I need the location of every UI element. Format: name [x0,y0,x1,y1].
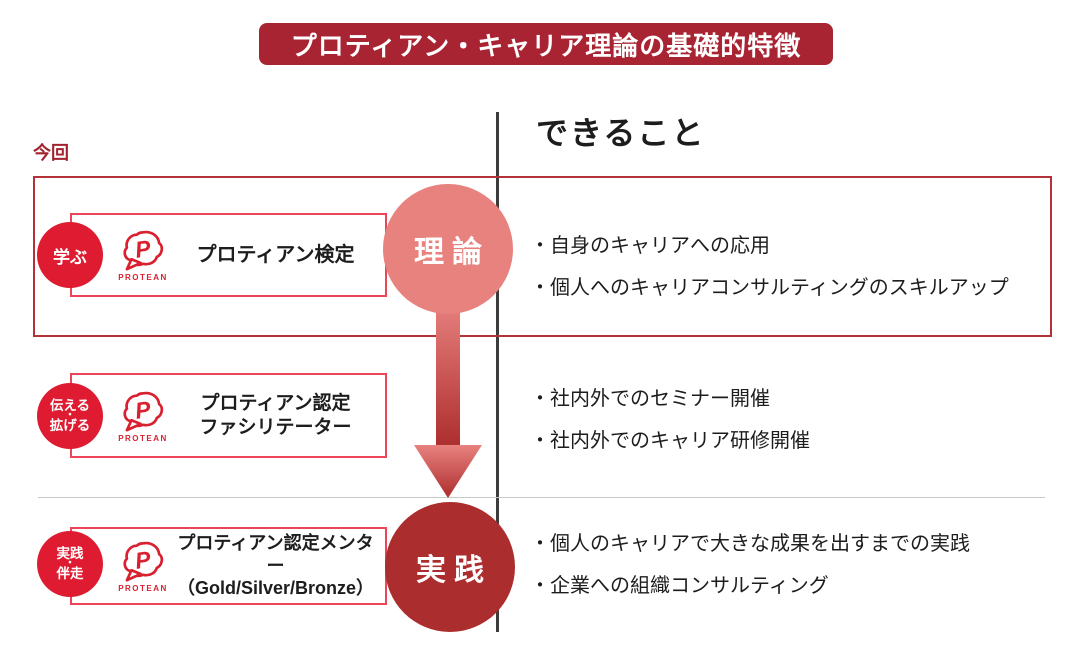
program-box-facilitator: P PROTEAN プロティアン認定 ファシリテーター [70,373,387,458]
program-label: プロティアン検定 [196,243,355,266]
now-label: 今回 [33,143,69,163]
horizontal-separator [38,497,1045,498]
brand-wordmark: PROTEAN [118,584,168,593]
program-box-kentei: P PROTEAN プロティアン検定 [70,213,387,297]
svg-text:P: P [133,235,152,263]
tag-badge-learn: 学ぶ [37,222,103,288]
brand-wordmark: PROTEAN [118,433,168,443]
page-title: プロティアン・キャリア理論の基礎的特徴 [290,30,802,61]
column-header: できること [536,115,706,151]
tag-badge-practice: 実践 ・ 伴走 [37,531,103,597]
outcome-item: ・個人へのキャリアコンサルティングのスキルアップ [530,277,1009,299]
svg-text:P: P [133,546,152,574]
highlight-frame [33,176,1052,337]
outcome-item: ・社内外でのキャリア研修開催 [530,430,810,452]
theory-to-practice-arrow-icon [414,300,482,498]
protean-logo-icon: P PROTEAN [114,539,172,593]
protean-logo-icon: P PROTEAN [114,389,172,443]
outcome-list: ・個人のキャリアで大きな成果を出すまでの実践 ・企業への組織コンサルティング [530,531,970,599]
brand-wordmark: PROTEAN [118,273,168,282]
svg-text:P: P [133,395,152,423]
speech-bubble-icon: P [123,541,164,582]
program-box-mentor: P PROTEAN プロティアン認定メンター （Gold/Silver/Bron… [70,527,387,605]
outcome-list: ・社内外でのセミナー開催 ・社内外でのキャリア研修開催 [530,386,810,454]
speech-bubble-icon: P [123,391,164,432]
outcome-item: ・企業への組織コンサルティング [530,575,829,597]
outcome-item: ・社内外でのセミナー開催 [530,388,770,410]
outcome-list: ・自身のキャリアへの応用 ・個人へのキャリアコンサルティングのスキルアップ [530,233,1009,301]
tag-badge-share: 伝える ・ 拡げる [37,383,103,449]
protean-logo-icon: P PROTEAN [114,228,172,282]
practice-circle: 実践 [385,502,515,632]
theory-circle: 理論 [383,184,513,314]
outcome-item: ・個人のキャリアで大きな成果を出すまでの実践 [530,533,970,555]
program-label: プロティアン認定 ファシリテーター [199,392,352,438]
program-label: プロティアン認定メンター （Gold/Silver/Bronze） [176,533,375,599]
vertical-divider [496,112,499,632]
title-banner: プロティアン・キャリア理論の基礎的特徴 [259,23,833,65]
speech-bubble-icon: P [123,230,164,271]
outcome-item: ・自身のキャリアへの応用 [530,235,770,257]
